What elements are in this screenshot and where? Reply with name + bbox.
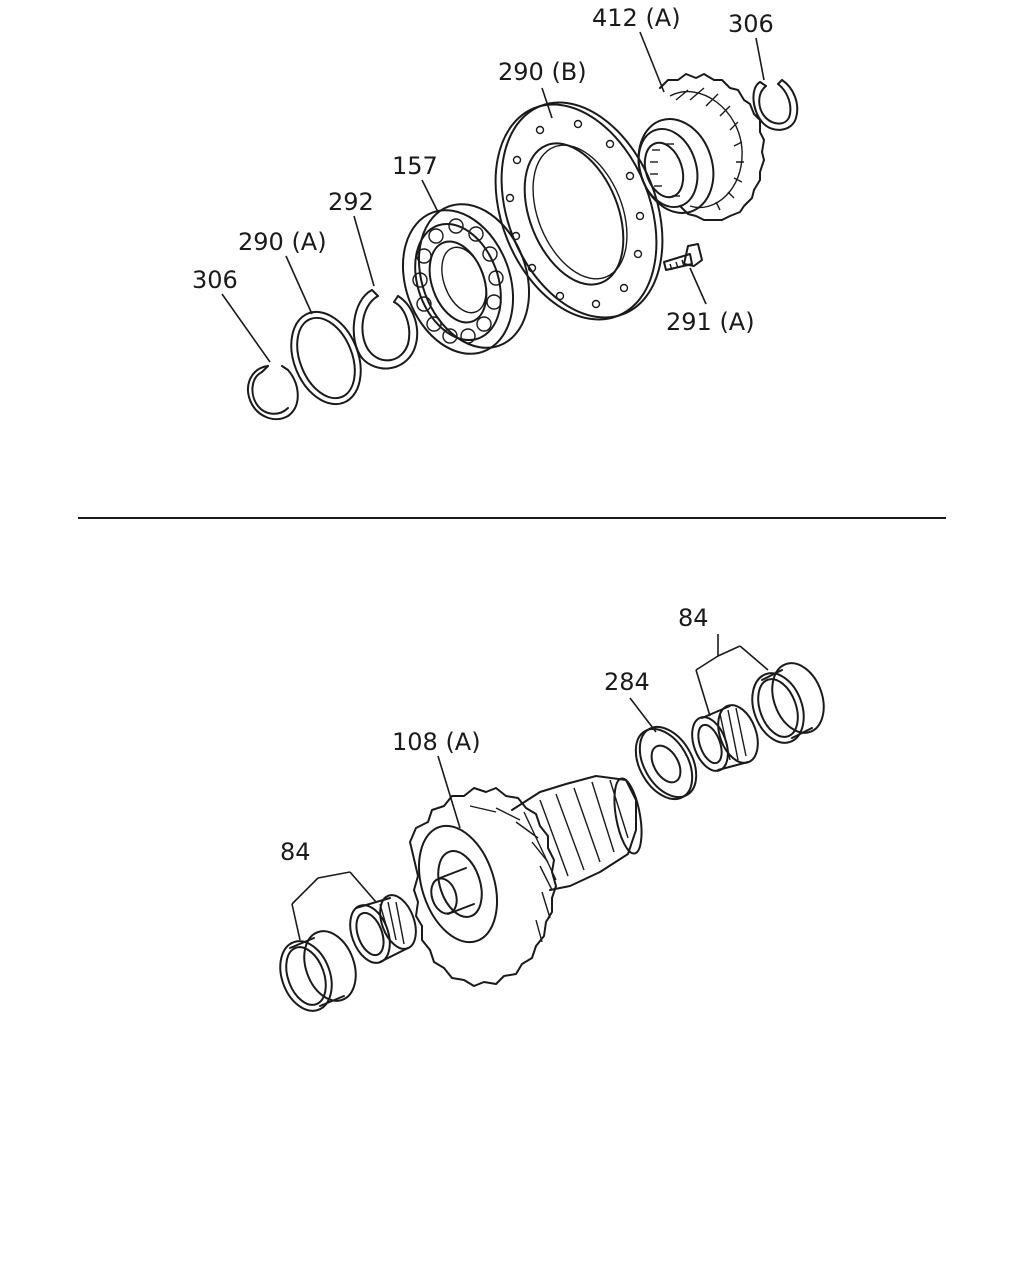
callout-291a: 291 (A) bbox=[666, 308, 755, 336]
thrust-washer-284 bbox=[634, 725, 698, 801]
bolt-291a bbox=[663, 243, 703, 271]
countershaft-108a bbox=[409, 775, 643, 987]
callout-84-upper: 84 bbox=[678, 604, 709, 632]
callout-412a: 412 (A) bbox=[592, 4, 681, 32]
bearing-cup-84-right bbox=[751, 662, 825, 744]
snap-ring-306-right bbox=[752, 79, 799, 131]
bearing-cone-84-right bbox=[691, 704, 759, 772]
snap-ring-306-left bbox=[247, 365, 299, 421]
bearing-157 bbox=[401, 203, 531, 355]
gear-412a bbox=[637, 73, 765, 221]
callout-284: 284 bbox=[604, 668, 650, 696]
callout-108a: 108 (A) bbox=[392, 728, 481, 756]
callout-290b: 290 (B) bbox=[498, 58, 587, 86]
bearing-cone-84-left bbox=[349, 894, 417, 964]
upper-leader-lines bbox=[221, 31, 765, 363]
flange-plate-290b bbox=[494, 101, 664, 321]
callout-292: 292 bbox=[328, 188, 374, 216]
ring-290a bbox=[290, 310, 362, 406]
lower-leader-lines bbox=[291, 634, 769, 941]
callout-306-left: 306 bbox=[192, 266, 238, 294]
bearing-cup-84-left bbox=[279, 930, 357, 1012]
callout-290a: 290 (A) bbox=[238, 228, 327, 256]
callout-84-lower: 84 bbox=[280, 838, 311, 866]
callout-157: 157 bbox=[392, 152, 438, 180]
callout-306-top: 306 bbox=[728, 10, 774, 38]
snap-ring-292 bbox=[352, 289, 419, 370]
